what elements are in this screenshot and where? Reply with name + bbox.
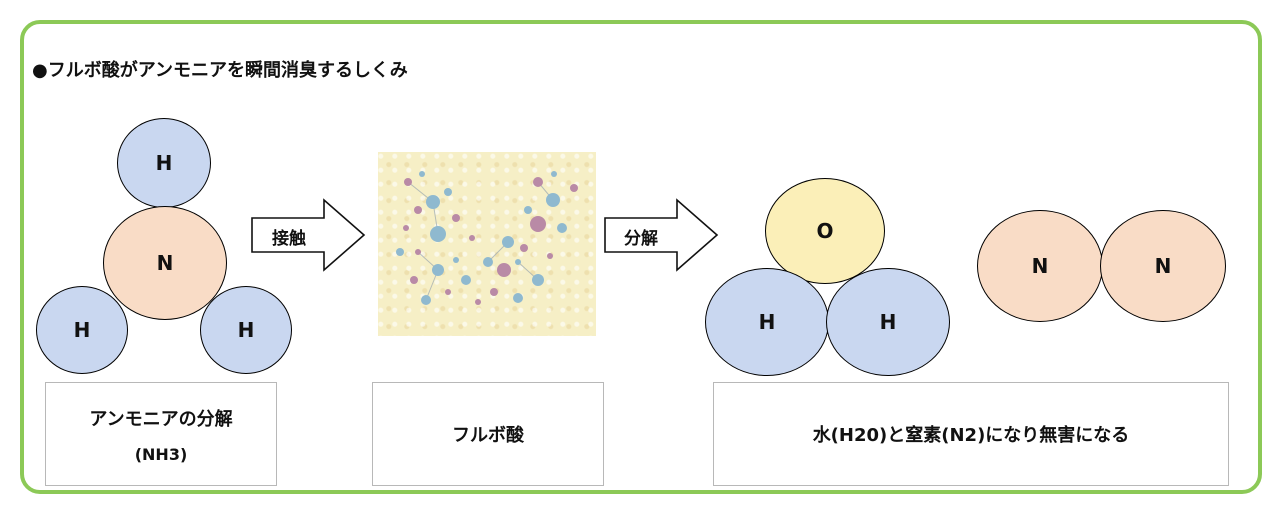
decompose-arrow-label: 分解 (624, 229, 658, 249)
ammonia-nitrogen: N (103, 206, 227, 320)
nitrogen-atom-left: N (977, 210, 1103, 322)
ammonia-caption-box: アンモニアの分解 (NH3) (45, 382, 277, 486)
atom-label: O (816, 219, 834, 243)
result-caption-box: 水(H20)と窒素(N2)になり無害になる (713, 382, 1229, 486)
contact-arrow-label: 接触 (272, 229, 306, 249)
atom-label: N (156, 251, 174, 275)
molecule-cluster-icon (396, 171, 578, 305)
ammonia-caption-line2: (NH3) (134, 444, 188, 464)
water-hydrogen-left: H (705, 268, 829, 376)
diagram-frame (20, 20, 1262, 494)
nitrogen-atom-right: N (1100, 210, 1226, 322)
ammonia-hydrogen-left: H (36, 286, 128, 374)
atom-label: H (879, 310, 897, 334)
water-oxygen: O (765, 178, 885, 284)
fulvic-acid-illustration (378, 152, 596, 336)
ammonia-hydrogen-top: H (117, 118, 211, 208)
atom-label: H (758, 310, 776, 334)
atom-label: H (155, 151, 173, 175)
water-hydrogen-right: H (826, 268, 950, 376)
fulvic-caption: フルボ酸 (452, 425, 524, 446)
atom-label: N (1154, 254, 1172, 278)
result-caption: 水(H20)と窒素(N2)になり無害になる (812, 425, 1130, 446)
fulvic-caption-box: フルボ酸 (372, 382, 604, 486)
contact-arrow (251, 198, 366, 272)
ammonia-caption-line1: アンモニアの分解 (89, 408, 233, 430)
atom-label: H (73, 318, 91, 342)
ammonia-hydrogen-right: H (200, 286, 292, 374)
decompose-arrow (604, 198, 719, 272)
diagram-title: ●フルボ酸がアンモニアを瞬間消臭するしくみ (32, 60, 408, 81)
atom-label: H (237, 318, 255, 342)
atom-label: N (1031, 254, 1049, 278)
